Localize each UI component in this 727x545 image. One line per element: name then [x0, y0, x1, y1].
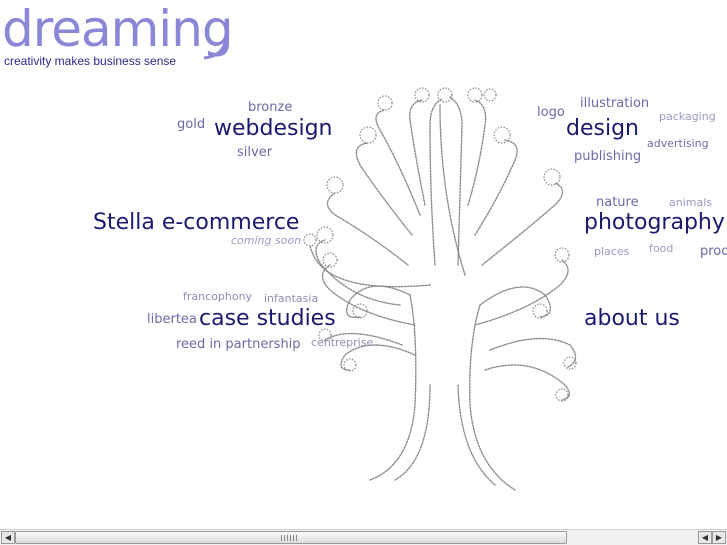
link-centreprise[interactable]: centreprise	[311, 336, 374, 349]
link-places[interactable]: places	[594, 245, 630, 258]
link-libertea[interactable]: libertea	[147, 312, 197, 327]
link-infantasia[interactable]: infantasia	[264, 292, 319, 305]
grip-icon	[281, 535, 299, 541]
coming-soon-label: coming soon	[231, 234, 302, 247]
link-gold[interactable]: gold	[177, 117, 206, 132]
link-packaging[interactable]: packaging	[659, 110, 716, 123]
link-nature[interactable]: nature	[596, 195, 639, 210]
link-reed-in-partnership[interactable]: reed in partnership	[176, 337, 301, 352]
link-illustration[interactable]: illustration	[580, 96, 650, 111]
link-silver[interactable]: silver	[237, 145, 273, 160]
link-francophony[interactable]: francophony	[183, 290, 253, 303]
link-photography[interactable]: photography	[584, 210, 725, 235]
link-advertising[interactable]: advertising	[647, 137, 709, 150]
arrow-right-icon[interactable]: ▶	[712, 531, 726, 544]
link-webdesign[interactable]: webdesign	[214, 116, 333, 141]
link-stella-ecommerce[interactable]: Stella e-commerce	[93, 210, 300, 235]
link-food[interactable]: food	[649, 242, 674, 255]
scrollbar-thumb[interactable]	[15, 531, 567, 544]
tree-illustration	[303, 87, 577, 491]
link-bronze[interactable]: bronze	[248, 100, 293, 115]
logo-swoosh-icon	[203, 37, 228, 60]
horizontal-scrollbar[interactable]: ◀ ◀ ▶	[0, 529, 727, 545]
link-prod[interactable]: prod	[700, 244, 727, 259]
arrow-left-icon[interactable]: ◀	[1, 531, 15, 544]
link-case-studies[interactable]: case studies	[199, 306, 336, 331]
brand-tagline: creativity makes business sense	[4, 54, 177, 68]
link-design[interactable]: design	[566, 116, 639, 141]
arrow-left-icon[interactable]: ◀	[698, 531, 712, 544]
brand-logo[interactable]: dreaming creativity makes business sense	[2, 0, 234, 68]
link-about-us[interactable]: about us	[584, 306, 680, 331]
link-animals[interactable]: animals	[669, 196, 713, 209]
link-publishing[interactable]: publishing	[574, 149, 642, 164]
link-logo[interactable]: logo	[537, 105, 565, 120]
brand-name: dreaming	[2, 0, 234, 58]
